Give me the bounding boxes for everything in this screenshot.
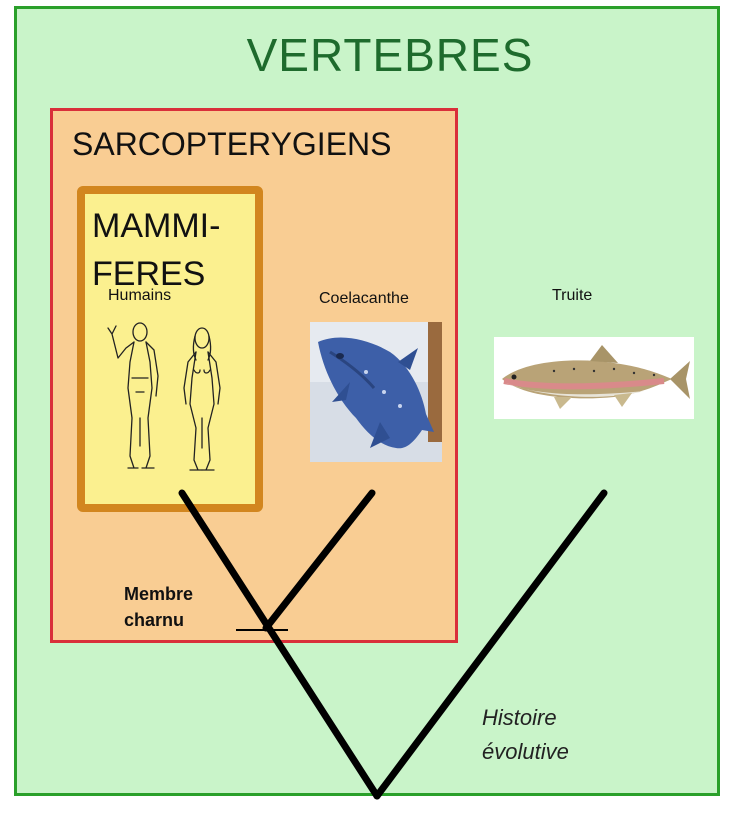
tree-branch-coelacanth — [266, 493, 372, 628]
character-label-line2: charnu — [124, 607, 193, 633]
character-label: Membre charnu — [124, 581, 193, 633]
character-label-line1: Membre — [124, 581, 193, 607]
evolution-axis-label-line1: Histoire — [482, 701, 569, 735]
evolution-axis-label: Histoire évolutive — [482, 701, 569, 769]
evolution-axis-label-line2: évolutive — [482, 735, 569, 769]
tree-branch-humans — [182, 493, 377, 796]
